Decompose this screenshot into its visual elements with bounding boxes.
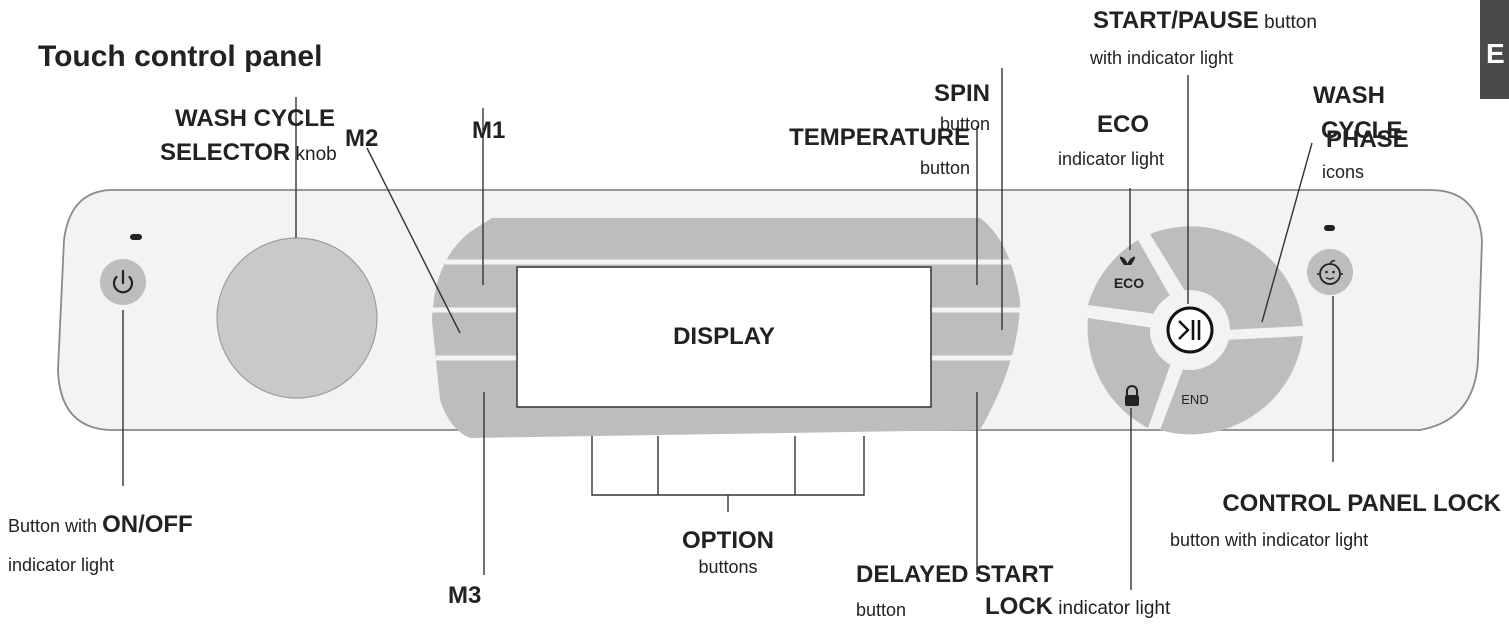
side-tab [1480,0,1509,99]
end-panel-label: END [1181,392,1208,407]
on-off-label: Button with ON/OFF [8,511,193,538]
leader-lines [122,68,1334,590]
temperature-button[interactable] [934,265,1010,307]
spin-label-sub: button [940,114,990,134]
play-pause-icon [1178,320,1201,340]
m1-button[interactable] [478,265,516,307]
m2-label: M2 [345,125,378,152]
temperature-label-sub: button [920,158,970,178]
side-tab-letter: E [1486,38,1505,69]
start-pause-label-sub: with indicator light [1089,48,1233,68]
m2-button[interactable] [436,313,516,355]
spin-button[interactable] [934,313,1018,355]
control-panel-lock-label: CONTROL PANEL LOCK [1222,490,1501,517]
wash-cycle-selector-knob[interactable] [216,237,378,399]
option-label: OPTION [682,527,774,554]
on-off-indicator-light [130,234,142,240]
power-icon [112,269,134,294]
control-panel-lock-label-sub: button with indicator light [1170,530,1368,550]
option-label-sub: buttons [698,557,757,577]
delayed-start-label-sub: button [856,600,906,620]
control-panel-lock-button[interactable] [1307,249,1353,295]
lock-label: LOCK indicator light [985,593,1171,620]
on-off-label-sub: indicator light [8,555,114,575]
padlock-icon [1125,385,1139,406]
wash-cycle-phase-label-line3: PHASE [1326,126,1409,153]
wash-cycle-phase-label-line2: CYCLE [1321,117,1402,144]
leaf-icon [1119,256,1128,265]
lock-segment [1087,318,1172,428]
eco-segment [1088,240,1170,314]
eco-label: ECO [1097,111,1149,138]
delayed-start-label: DELAYED START [856,561,1054,588]
display-screen [516,266,932,408]
wash-cycle-phase-label-line1: WASH [1313,82,1385,109]
spin-label: SPIN [934,80,990,107]
wash-cycle-selector-label-line1: WASH CYCLE [175,105,335,132]
temperature-label: TEMPERATURE [789,124,970,151]
eco-label-sub: indicator light [1058,149,1164,169]
baby-face-icon [1317,260,1343,285]
start-pause-label: START/PAUSE button [1093,7,1317,34]
m3-label: M3 [448,582,481,609]
delayed-start-button[interactable] [934,362,1010,404]
wash-cycle-selector-label-line2: SELECTOR knob [160,139,337,166]
eco-panel-label: ECO [1114,275,1144,291]
end-segment [1160,336,1303,435]
m1-label: M1 [472,117,505,144]
display-label: DISPLAY [673,323,775,350]
wash-cycle-phase-label-sub: icons [1322,162,1364,182]
on-off-button[interactable] [100,259,146,305]
control-panel-lock-indicator-light [1324,225,1335,231]
option-buttons[interactable] [580,410,870,436]
page-title: Touch control panel [38,40,322,73]
start-pause-button[interactable] [1166,306,1214,354]
eco-indicator-light: ECO [1114,256,1144,291]
